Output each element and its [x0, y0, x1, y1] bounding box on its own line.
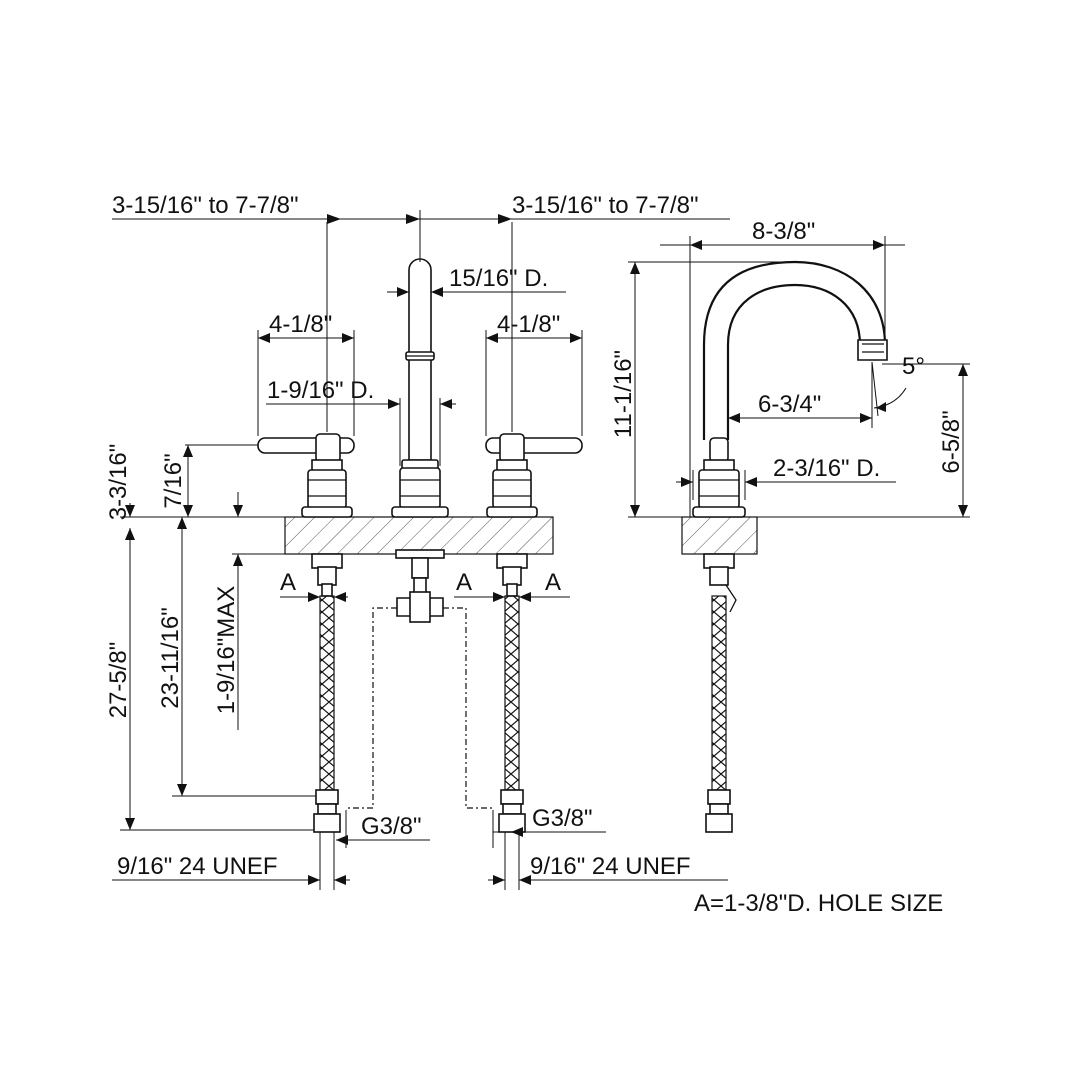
front-view: 3-15/16" to 7-7/8" 3-15/16" to 7-7/8" 15…: [105, 192, 943, 917]
countertop-front: [284, 516, 554, 555]
hole-a3-label: A: [545, 569, 561, 596]
side-spout-height-label: 6-5/8": [938, 410, 965, 473]
right-valve: [485, 433, 583, 597]
body-diameter-dim: 1-9/16" D.: [266, 377, 456, 466]
handle-left-label: 4-1/8": [269, 311, 332, 338]
side-hose: [705, 595, 733, 833]
height-dimensions-left: 7/16" 3-3/16" 27-5/8" 23-11/16" 1-9/16"M…: [105, 444, 316, 831]
hole-a-markers: A A A: [280, 569, 570, 602]
g38-dims: G3/8" G3/8": [336, 805, 606, 848]
height-23-11-16-label: 23-11/16": [157, 607, 184, 708]
side-height-label: 11-1/16": [610, 350, 637, 438]
spout-diameter-dim: 15/16" D.: [387, 265, 566, 297]
side-body: [692, 437, 746, 613]
height-1-9-16-max-label: 1-9/16"MAX: [213, 586, 240, 715]
unef-left-label: 9/16" 24 UNEF: [117, 853, 278, 880]
spout-diameter-label: 15/16" D.: [449, 265, 548, 292]
side-width-dim: 8-3/8": [660, 218, 905, 517]
right-hose: [498, 595, 526, 833]
side-spout-height-dim: 6-5/8": [757, 363, 970, 518]
side-angle-label: 5°: [902, 353, 925, 380]
side-base-diameter-dim: 2-3/16" D.: [676, 455, 896, 500]
side-reach-label: 6-3/4": [758, 391, 821, 418]
unef-dims: 9/16" 24 UNEF 9/16" 24 UNEF: [112, 832, 728, 890]
spout-tip: [857, 339, 888, 361]
side-angle-dim: 5°: [871, 353, 925, 428]
spread-left-label: 3-15/16" to 7-7/8": [112, 192, 299, 219]
g38-left-label: G3/8": [361, 813, 422, 840]
body-diameter-label: 1-9/16" D.: [267, 377, 374, 404]
side-width-label: 8-3/8": [752, 218, 815, 245]
hole-a2-label: A: [456, 569, 472, 596]
center-spout: [391, 258, 449, 623]
handle-width-dims: 4-1/8" 4-1/8": [257, 311, 583, 436]
mixing-connectors: [346, 607, 493, 809]
g38-right-label: G3/8": [532, 805, 593, 832]
unef-right-label: 9/16" 24 UNEF: [530, 853, 691, 880]
side-view: 8-3/8" 11-1/16" 5° 6-3/4": [610, 218, 970, 833]
height-27-5-8-label: 27-5/8": [105, 642, 132, 719]
hole-a1-label: A: [280, 569, 296, 596]
hole-size-note: A=1-3/8"D. HOLE SIZE: [694, 890, 943, 917]
countertop-side: [681, 516, 758, 555]
side-reach-dim: 6-3/4": [728, 391, 872, 423]
height-7-16-label: 7/16": [160, 453, 187, 508]
left-valve: [257, 433, 355, 597]
side-height-dim: 11-1/16": [610, 261, 795, 518]
spread-right-label: 3-15/16" to 7-7/8": [512, 192, 699, 219]
handle-right-label: 4-1/8": [497, 311, 560, 338]
spread-dimensions: 3-15/16" to 7-7/8" 3-15/16" to 7-7/8": [112, 192, 730, 432]
left-hose: [313, 595, 341, 833]
side-base-diameter-label: 2-3/16" D.: [773, 455, 880, 482]
height-3-3-16-label: 3-3/16": [105, 444, 132, 521]
